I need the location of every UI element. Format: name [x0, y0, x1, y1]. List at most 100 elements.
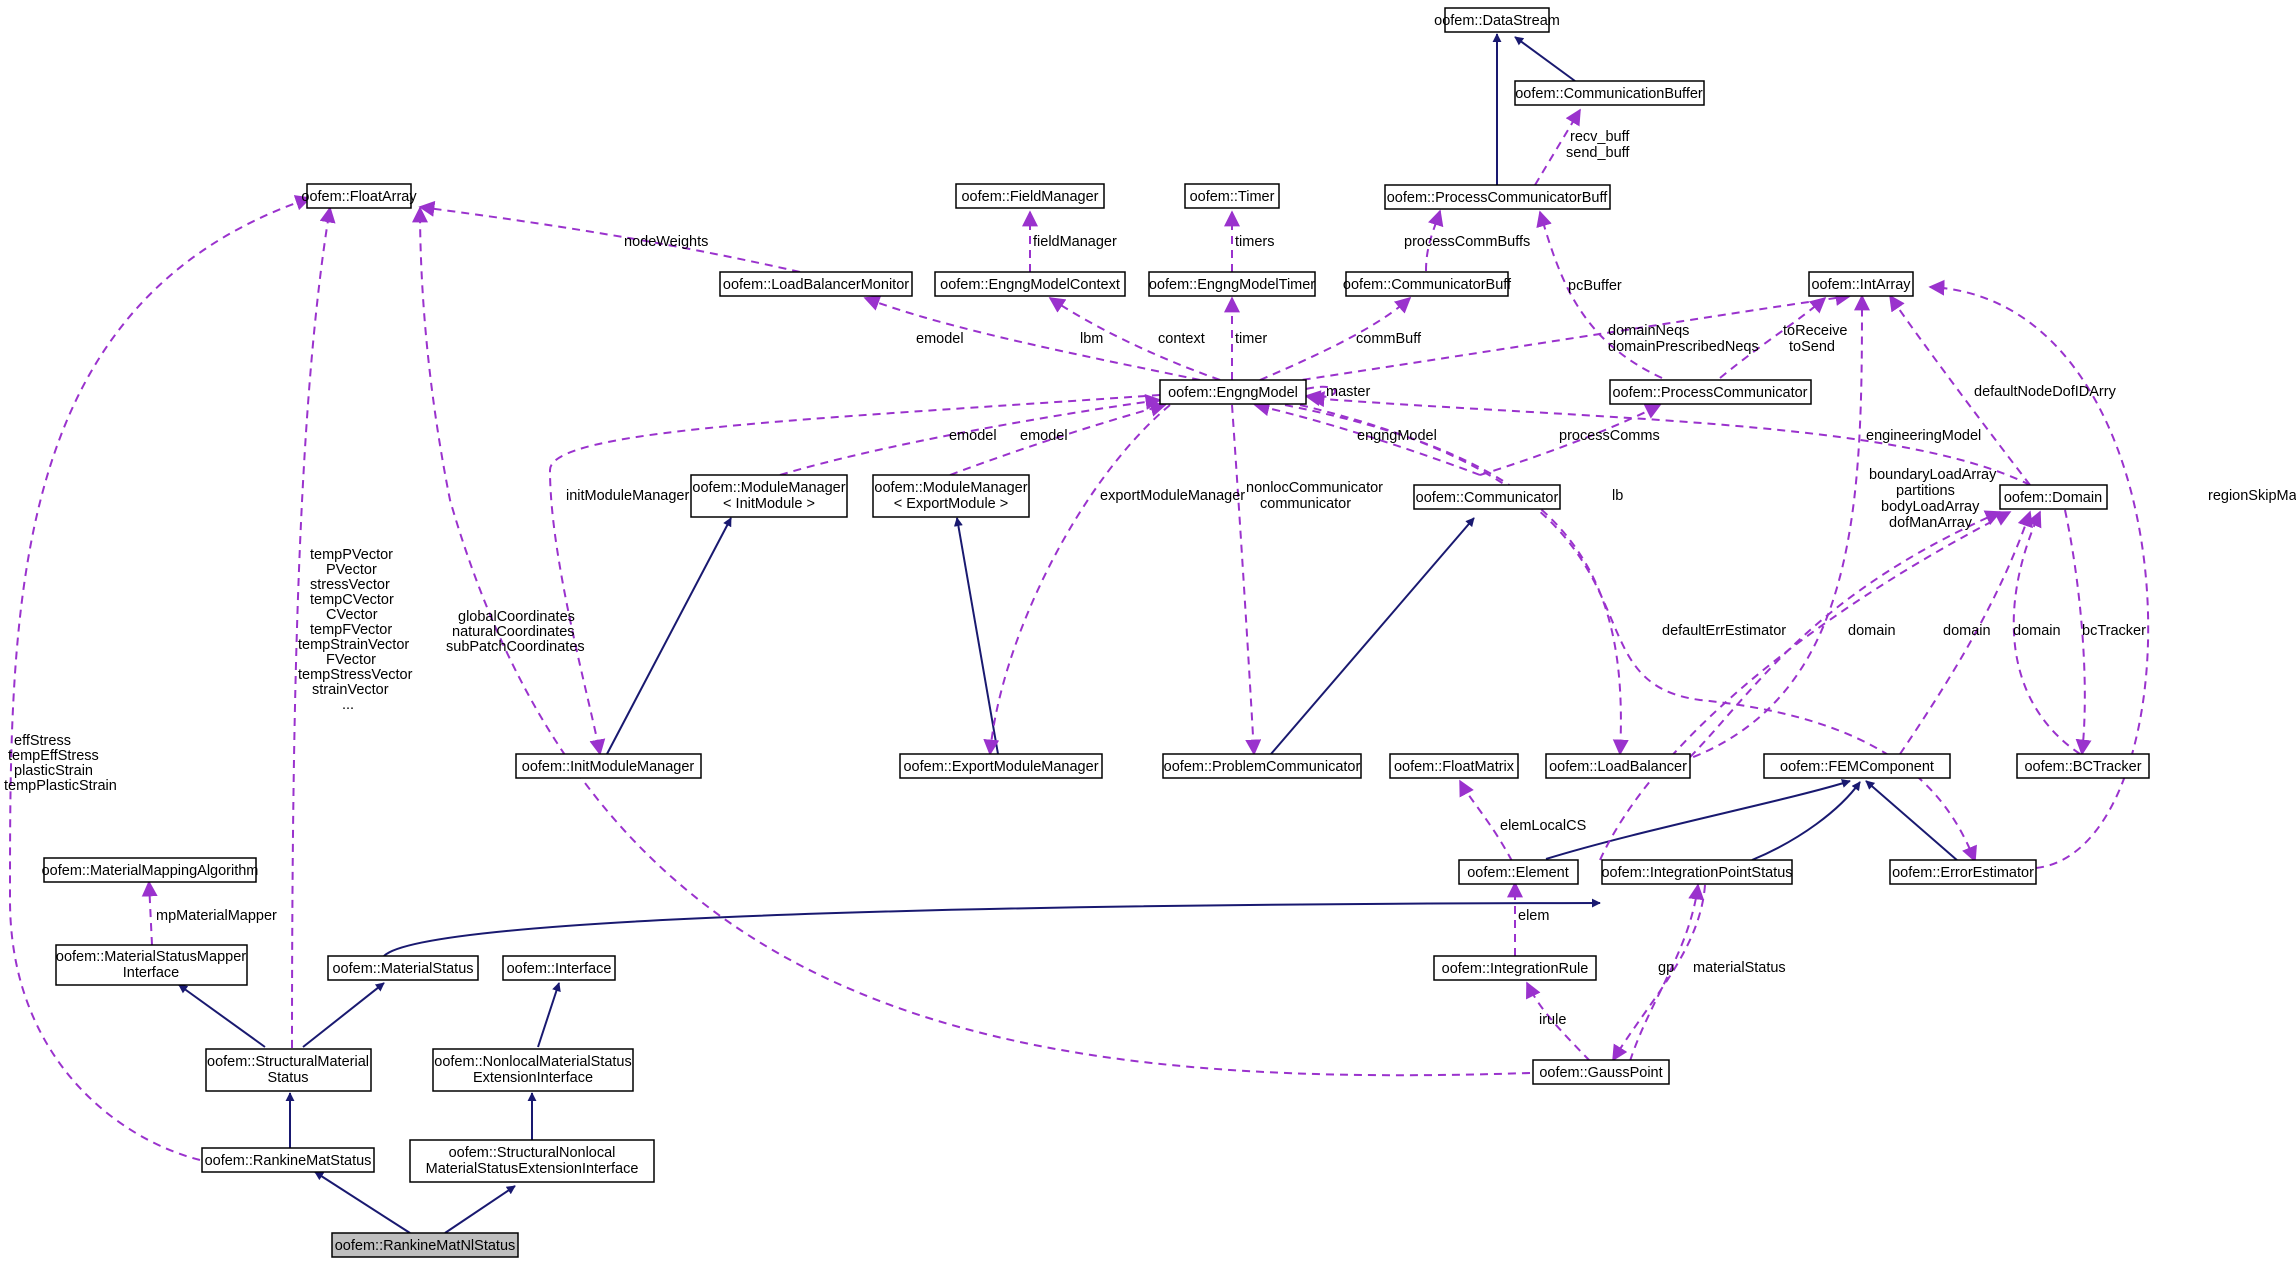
svg-text:oofem::CommunicationBuffer: oofem::CommunicationBuffer: [1515, 86, 1703, 102]
node-exportmodulemanager[interactable]: oofem::ExportModuleManager: [899, 753, 1103, 779]
svg-text:oofem::ErrorEstimator: oofem::ErrorEstimator: [1892, 865, 2034, 881]
node-floatarray[interactable]: oofem::FloatArray: [301, 183, 417, 209]
node-communicator[interactable]: oofem::Communicator: [1413, 484, 1561, 510]
edge-label: timer: [1235, 331, 1267, 347]
edge-label: tempPlasticStrain: [4, 778, 117, 794]
edge-label: exportModuleManager: [1100, 488, 1245, 504]
node-modulemanager-exportmodule[interactable]: oofem::ModuleManager< ExportModule >: [872, 474, 1030, 518]
node-initmodulemanager[interactable]: oofem::InitModuleManager: [515, 753, 702, 779]
node-problemcommunicator[interactable]: oofem::ProblemCommunicator: [1162, 753, 1362, 779]
svg-text:oofem::RankineMatStatus: oofem::RankineMatStatus: [205, 1153, 372, 1169]
node-loadbalancermonitor[interactable]: oofem::LoadBalancerMonitor: [719, 271, 913, 297]
svg-text:oofem::EngngModel: oofem::EngngModel: [1168, 385, 1298, 401]
edge-label: effStress: [14, 733, 71, 749]
svg-text:oofem::FloatArray: oofem::FloatArray: [301, 189, 417, 205]
edge-label: send_buff: [1566, 145, 1630, 161]
edge-label: naturalCoordinates: [452, 624, 575, 640]
edge-label: domain: [2013, 623, 2061, 639]
edge-label: timers: [1235, 234, 1274, 250]
node-communicationbuffer[interactable]: oofem::CommunicationBuffer: [1514, 80, 1705, 106]
edge-label: context: [1158, 331, 1205, 347]
edge-engngmodel-lbmonitor: [863, 295, 1201, 381]
node-element[interactable]: oofem::Element: [1458, 859, 1579, 885]
edge-initmm-mminit: [606, 517, 732, 755]
svg-text:oofem::StructuralNonlocal: oofem::StructuralNonlocal: [449, 1145, 616, 1161]
edge-label: PVector: [326, 562, 377, 578]
node-engngmodeltimer[interactable]: oofem::EngngModelTimer: [1148, 271, 1316, 297]
svg-text:MaterialStatusExtensionInterfa: MaterialStatusExtensionInterface: [426, 1161, 639, 1177]
edge-label: toSend: [1789, 339, 1835, 355]
node-rankinematnlstatus[interactable]: oofem::RankineMatNlStatus: [331, 1232, 519, 1258]
svg-text:Status: Status: [267, 1070, 308, 1086]
edge-label: processCommBuffs: [1404, 234, 1530, 250]
edge-domain-bctracker: [2064, 509, 2092, 756]
edge-label: boundaryLoadArray: [1869, 467, 1997, 483]
edge-label: plasticStrain: [14, 763, 93, 779]
node-communicatorbuff[interactable]: oofem::CommunicatorBuff: [1343, 271, 1512, 297]
edge-label: commBuff: [1356, 331, 1422, 347]
svg-text:oofem::MaterialMappingAlgorith: oofem::MaterialMappingAlgorithm: [42, 863, 259, 879]
edge-label: elem: [1518, 908, 1549, 924]
edge-nlstatus-snmsei: [444, 1185, 516, 1234]
edge-label: dofManArray: [1889, 515, 1973, 531]
edge-exportmm-mmexport: [953, 517, 999, 755]
svg-text:oofem::ModuleManager: oofem::ModuleManager: [692, 480, 845, 496]
node-errorestimator[interactable]: oofem::ErrorEstimator: [1889, 859, 2037, 885]
node-gausspoint[interactable]: oofem::GaussPoint: [1532, 1059, 1670, 1085]
node-domain[interactable]: oofem::Domain: [1999, 484, 2108, 510]
node-nonlocalmaterialstatusextensioninterface[interactable]: oofem::NonlocalMaterialStatusExtensionIn…: [432, 1048, 634, 1092]
node-engngmodel[interactable]: oofem::EngngModel: [1159, 379, 1307, 405]
edge-problemcomm-communicator: [1270, 517, 1475, 755]
node-processcommunicator[interactable]: oofem::ProcessCommunicator: [1609, 379, 1812, 405]
svg-text:oofem::Communicator: oofem::Communicator: [1416, 490, 1559, 506]
edge-communicator-processcomm: [1479, 404, 1662, 476]
svg-text:oofem::BCTracker: oofem::BCTracker: [2024, 759, 2141, 775]
edge-commbuffer-datastream: [1514, 36, 1576, 82]
node-femcomponent[interactable]: oofem::FEMComponent: [1763, 753, 1951, 779]
node-loadbalancer[interactable]: oofem::LoadBalancer: [1545, 753, 1691, 779]
node-engngmodelcontext[interactable]: oofem::EngngModelContext: [934, 271, 1126, 297]
edge-label: toReceive: [1783, 323, 1847, 339]
edge-label: tempEffStress: [8, 748, 99, 764]
node-modulemanager-initmodule[interactable]: oofem::ModuleManager< InitModule >: [690, 474, 848, 518]
edge-label: domainNeqs: [1608, 323, 1689, 339]
node-floatmatrix[interactable]: oofem::FloatMatrix: [1389, 753, 1519, 779]
node-integrationpointstatus[interactable]: oofem::IntegrationPointStatus: [1601, 859, 1793, 885]
node-datastream[interactable]: oofem::DataStream: [1434, 7, 1560, 33]
edge-label: partitions: [1896, 483, 1955, 499]
edge-label: nodeWeights: [624, 234, 708, 250]
svg-text:oofem::RankineMatNlStatus: oofem::RankineMatNlStatus: [335, 1238, 516, 1254]
node-rankinematstatus[interactable]: oofem::RankineMatStatus: [201, 1147, 375, 1173]
svg-text:oofem::ProblemCommunicator: oofem::ProblemCommunicator: [1164, 759, 1361, 775]
svg-text:oofem::LoadBalancerMonitor: oofem::LoadBalancerMonitor: [723, 277, 909, 293]
edge-domain-engngmodel: [1308, 391, 2031, 486]
node-integrationrule[interactable]: oofem::IntegrationRule: [1433, 955, 1597, 981]
edge-label: defaultErrEstimator: [1662, 623, 1786, 639]
node-structuralnonlocalmaterialstatusextensioninterface[interactable]: oofem::StructuralNonlocalMaterialStatusE…: [409, 1139, 655, 1183]
edge-engngmodel-initmm: [548, 394, 1161, 756]
edge-mmexport-engngmodel: [949, 401, 1167, 476]
edge-gausspoint-integrationrule: [1526, 981, 1591, 1062]
node-fieldmanager[interactable]: oofem::FieldManager: [955, 183, 1105, 209]
node-timer[interactable]: oofem::Timer: [1184, 183, 1280, 209]
edges: [8, 33, 2150, 1234]
edge-communicatorbuff-pcbuff: [1425, 209, 1444, 272]
node-materialmappingalgorithm[interactable]: oofem::MaterialMappingAlgorithm: [42, 857, 259, 883]
node-processcommunicatorbuff[interactable]: oofem::ProcessCommunicatorBuff: [1384, 184, 1611, 210]
svg-text:oofem::Domain: oofem::Domain: [2004, 490, 2102, 506]
edge-label: FVector: [326, 652, 376, 668]
edge-processcomm-pcbuff: [1536, 210, 1663, 379]
node-bctracker[interactable]: oofem::BCTracker: [2016, 753, 2150, 779]
edge-sms-msmi: [178, 984, 266, 1048]
node-interface[interactable]: oofem::Interface: [502, 955, 616, 981]
edge-label: engngModel: [1357, 428, 1437, 444]
node-materialstatus[interactable]: oofem::MaterialStatus: [327, 955, 479, 981]
edge-gausspoint-floatarray: [412, 206, 1531, 1077]
node-intarray[interactable]: oofem::IntArray: [1808, 271, 1914, 297]
svg-text:ExtensionInterface: ExtensionInterface: [473, 1070, 593, 1086]
svg-text:oofem::IntegrationRule: oofem::IntegrationRule: [1442, 961, 1589, 977]
svg-text:oofem::ProcessCommunicator: oofem::ProcessCommunicator: [1612, 385, 1807, 401]
